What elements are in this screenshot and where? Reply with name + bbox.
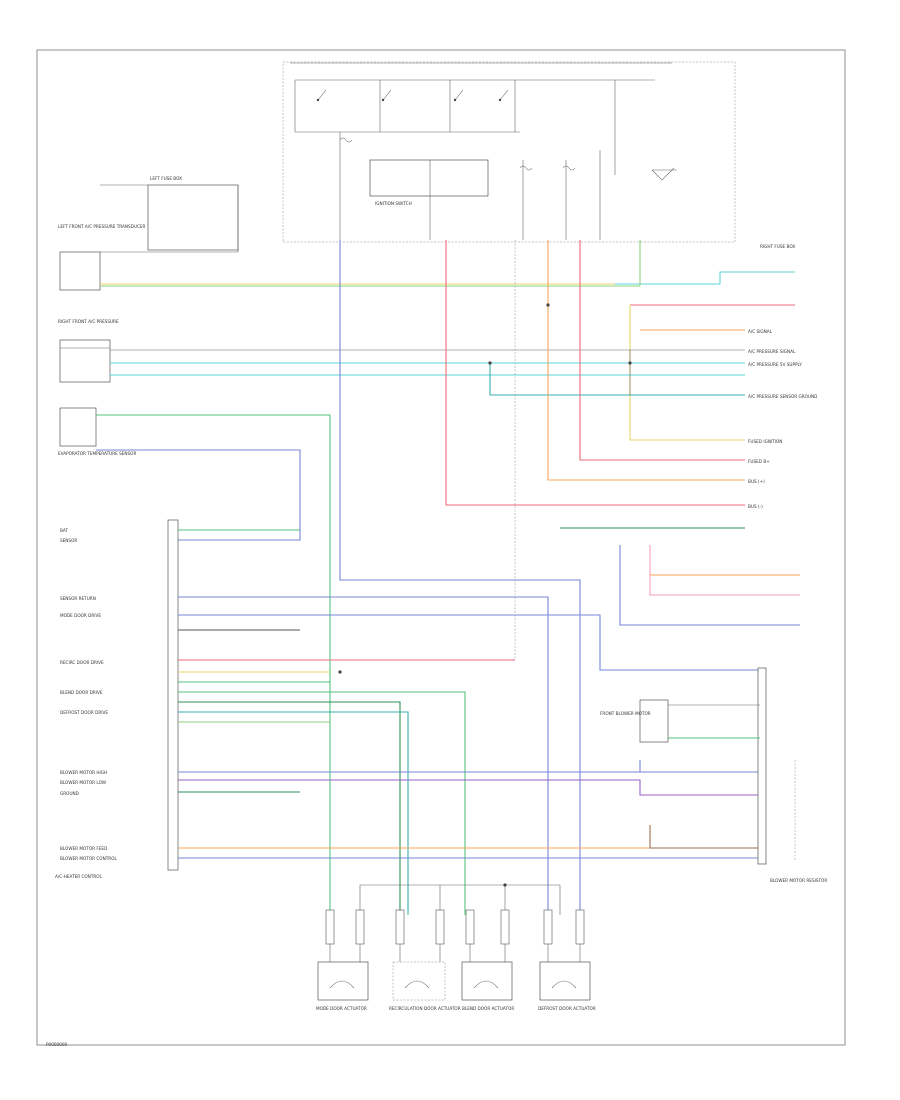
- left-relay-box: [147, 184, 239, 251]
- right-front-ac-pressure-connector: [59, 339, 111, 383]
- pin-label-sensor: SENSOR: [60, 538, 77, 543]
- right-pin-ac-5v: A/C PRESSURE 5V SUPPLY: [748, 362, 802, 367]
- blower-motor-resistor-connector: [757, 667, 767, 865]
- evaporator-temp-sensor-connector: [59, 407, 97, 447]
- pin-label-ground: GROUND: [60, 791, 79, 796]
- front-blower-motor: [639, 699, 669, 743]
- ac-heater-control-module: [167, 519, 179, 871]
- pin-label-sensor-return: SENSOR RETURN: [60, 596, 96, 601]
- left-fuse-box-label: LEFT FUSE BOX: [150, 176, 182, 181]
- pin-label-blend-door: BLEND DOOR DRIVE: [60, 690, 103, 695]
- diagram-frame: [36, 49, 846, 1046]
- right-pin-fused-b: FUSED B+: [748, 459, 770, 464]
- right-pin-bus-plus: BUS (+): [748, 479, 765, 484]
- pin-label-blower-high: BLOWER MOTOR HIGH: [60, 770, 107, 775]
- recirculation-door-actuator: [392, 961, 446, 1001]
- ignition-switch-box: [369, 159, 489, 197]
- right-pin-ac-pressure-signal: A/C PRESSURE SIGNAL: [748, 349, 796, 354]
- fuse-box-outline: [282, 61, 736, 243]
- pin-label-blower-control: BLOWER MOTOR CONTROL: [60, 856, 117, 861]
- left-ac-pressure-label: LEFT FRONT A/C PRESSURE TRANSDUCER: [58, 224, 146, 229]
- recirc-door-actuator-label: RECIRCULATION DOOR ACTUATOR: [389, 1006, 461, 1011]
- ignition-switch-label: IGNITION SWITCH: [375, 201, 412, 206]
- right-pin-bus-minus: BUS (-): [748, 504, 763, 509]
- blend-door-actuator: [461, 961, 513, 1001]
- right-pin-fused-ign: FUSED IGNITION: [748, 439, 782, 444]
- blend-door-actuator-label: BLEND DOOR ACTUATOR: [462, 1006, 514, 1011]
- pin-label-mode-door: MODE DOOR DRIVE: [60, 613, 101, 618]
- blower-motor-resistor-label: BLOWER MOTOR RESISTOR: [770, 878, 827, 883]
- mode-door-actuator-label: MODE DOOR ACTUATOR: [316, 1006, 367, 1011]
- right-ac-pressure-label: RIGHT FRONT A/C PRESSURE: [58, 319, 119, 324]
- mode-door-actuator: [317, 961, 369, 1001]
- pin-label-blower-low: BLOWER MOTOR LOW: [60, 780, 106, 785]
- right-fuse-box-label: RIGHT FUSE BOX: [760, 244, 795, 249]
- defrost-door-actuator-label: DEFROST DOOR ACTUATOR: [538, 1006, 596, 1011]
- pin-label-defrost-door: DEFROST DOOR DRIVE: [60, 710, 108, 715]
- pin-label-bat: BAT: [60, 528, 68, 533]
- diagram-id-label: P0000000: [46, 1042, 68, 1047]
- bottom-connector-pins: [325, 909, 585, 945]
- front-blower-motor-label: FRONT BLOWER MOTOR: [600, 711, 651, 716]
- evap-temp-sensor-label: EVAPORATOR TEMPERATURE SENSOR: [58, 451, 136, 456]
- defrost-door-actuator: [539, 961, 591, 1001]
- pin-label-blower-feed: BLOWER MOTOR FEED: [60, 846, 107, 851]
- ac-heater-control-label: A/C-HEATER CONTROL: [55, 874, 103, 879]
- pin-label-recirc-door: RECIRC DOOR DRIVE: [60, 660, 104, 665]
- right-pin-ac-signal: A/C SIGNAL: [748, 329, 773, 334]
- left-pressure-transducer-connector: [59, 251, 101, 291]
- right-pin-ac-ground: A/C PRESSURE SENSOR GROUND: [748, 394, 817, 399]
